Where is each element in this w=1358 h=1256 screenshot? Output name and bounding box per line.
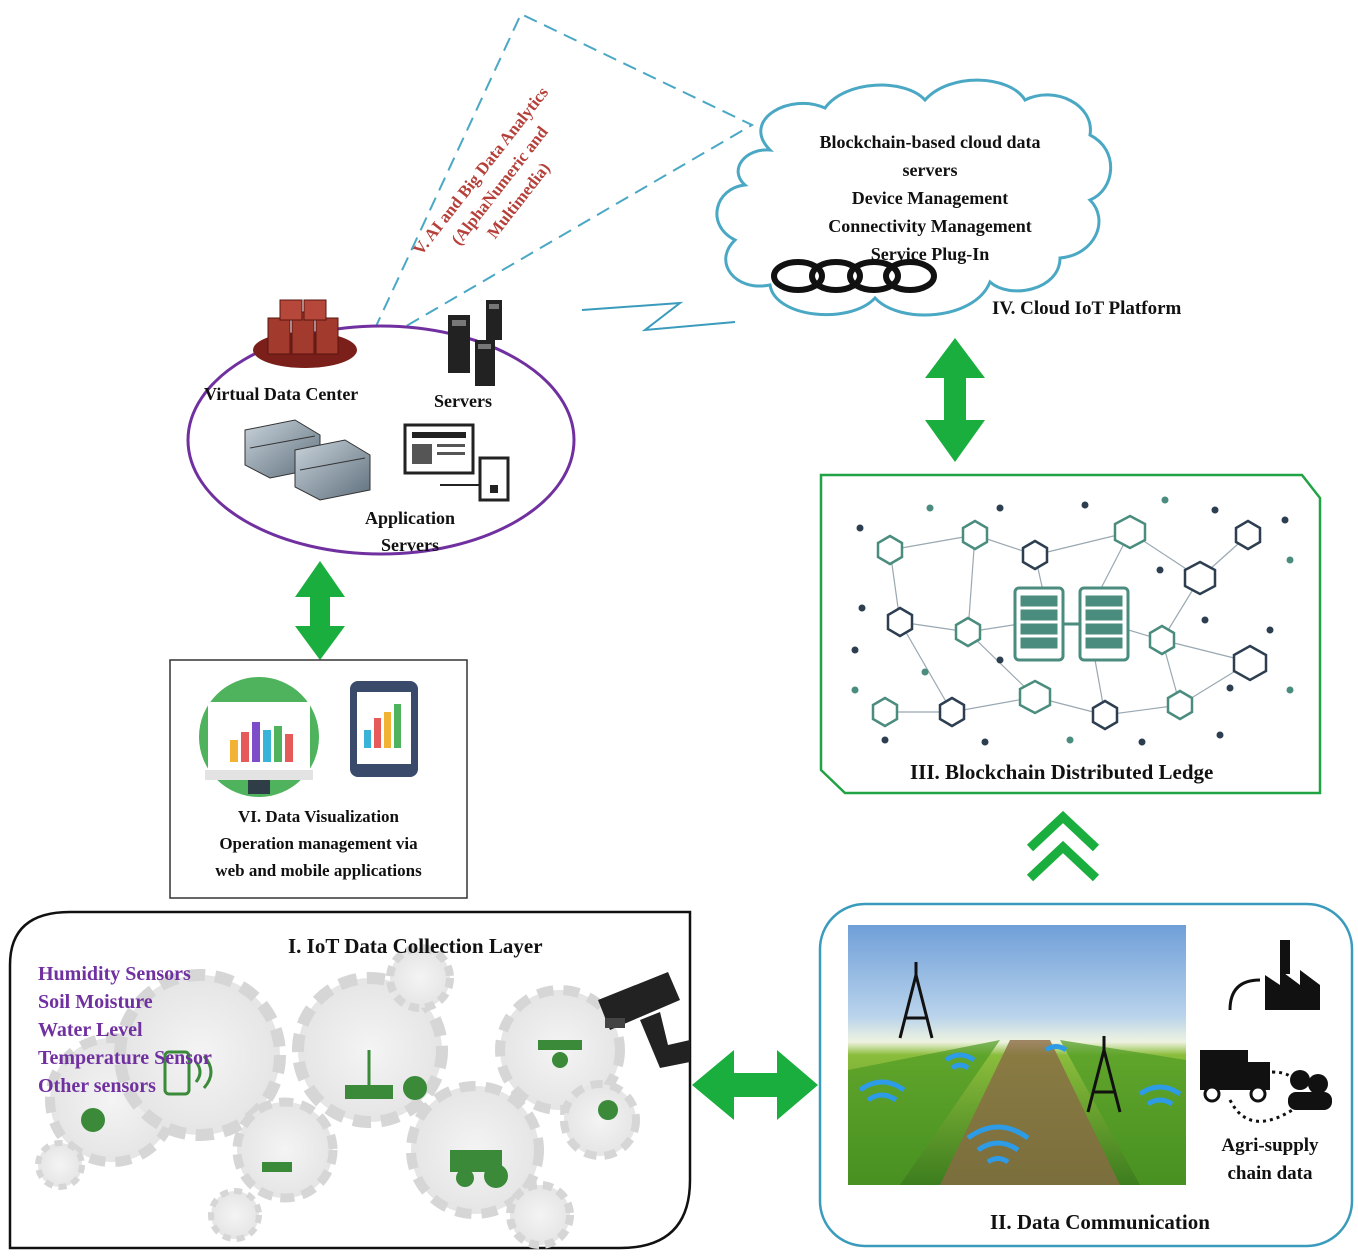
app-line-1: Application (364, 508, 456, 528)
cloud-line-1: Blockchain-based cloud data (819, 132, 1041, 152)
cloud-line-3: Device Management (851, 188, 1009, 208)
viz-line-2: Operation management via (219, 834, 418, 853)
double-arrow-vertical-datacenter (295, 561, 345, 660)
supply-line-1: Agri-supply (1221, 1135, 1319, 1156)
sensor-item-water: Water Level (38, 1019, 143, 1041)
iot-layer-title: I. IoT Data Collection Layer (288, 934, 543, 958)
sensor-item-temperature: Temperature Sensor (38, 1047, 212, 1069)
rack-servers-icon (244, 419, 371, 501)
cloud-line-5: Service Plug-In (870, 244, 990, 264)
cloud-platform-label: IV. Cloud IoT Platform (992, 298, 1182, 319)
desktop-chart-icon (199, 677, 319, 797)
wireless-link-icon (581, 301, 736, 332)
blockchain-label: III. Blockchain Distributed Ledge (910, 760, 1214, 784)
cell-tower-icon (898, 962, 1122, 1113)
viz-line-1: VI. Data Visualization (237, 807, 400, 826)
data-communication-label: II. Data Communication (990, 1210, 1210, 1234)
sensor-item-humidity: Humidity Sensors (38, 963, 191, 985)
wifi-signal-icons (858, 1044, 1182, 1165)
blockchain-server-stacks (1013, 586, 1130, 662)
sensor-item-soil: Soil Moisture (38, 991, 153, 1013)
virtual-data-center-label: Virtual Data Center (204, 384, 359, 404)
cloud-text-block: Blockchain-based cloud data servers Devi… (770, 128, 1090, 268)
application-terminal-icon (403, 423, 510, 502)
virtual-data-center-icon (253, 299, 357, 368)
blockchain-leaf-dots (851, 496, 1294, 746)
sensor-item-other: Other sensors (38, 1075, 156, 1097)
chain-links-icon (771, 259, 937, 293)
supply-chain-icons (1200, 940, 1332, 1123)
app-line-2: Servers (381, 535, 439, 555)
servers-icon (448, 300, 502, 386)
analytics-beam (364, 12, 755, 351)
servers-label: Servers (434, 391, 492, 411)
cloud-shape (715, 78, 1113, 317)
visualization-text: VI. Data Visualization Operation managem… (170, 803, 467, 884)
supply-line-2: chain data (1227, 1163, 1313, 1184)
sensor-list: Humidity Sensors Soil Moisture Water Lev… (38, 960, 212, 1100)
tablet-chart-icon (350, 681, 418, 777)
double-arrow-vertical-cloud (925, 338, 985, 462)
viz-line-3: web and mobile applications (215, 861, 422, 880)
surveillance-camera-icon (598, 972, 690, 1068)
farm-field-photo (848, 925, 1186, 1185)
application-servers-label: Application Servers (330, 505, 490, 559)
cloud-line-4: Connectivity Management (828, 216, 1032, 236)
chevron-up-icon (1026, 810, 1100, 882)
iot-device-icons (81, 1040, 618, 1188)
supply-chain-label: Agri-supply chain data (1195, 1132, 1345, 1188)
double-arrow-horizontal (692, 1050, 818, 1120)
cloud-line-2: servers (902, 160, 958, 180)
blockchain-nodes (871, 514, 1268, 731)
